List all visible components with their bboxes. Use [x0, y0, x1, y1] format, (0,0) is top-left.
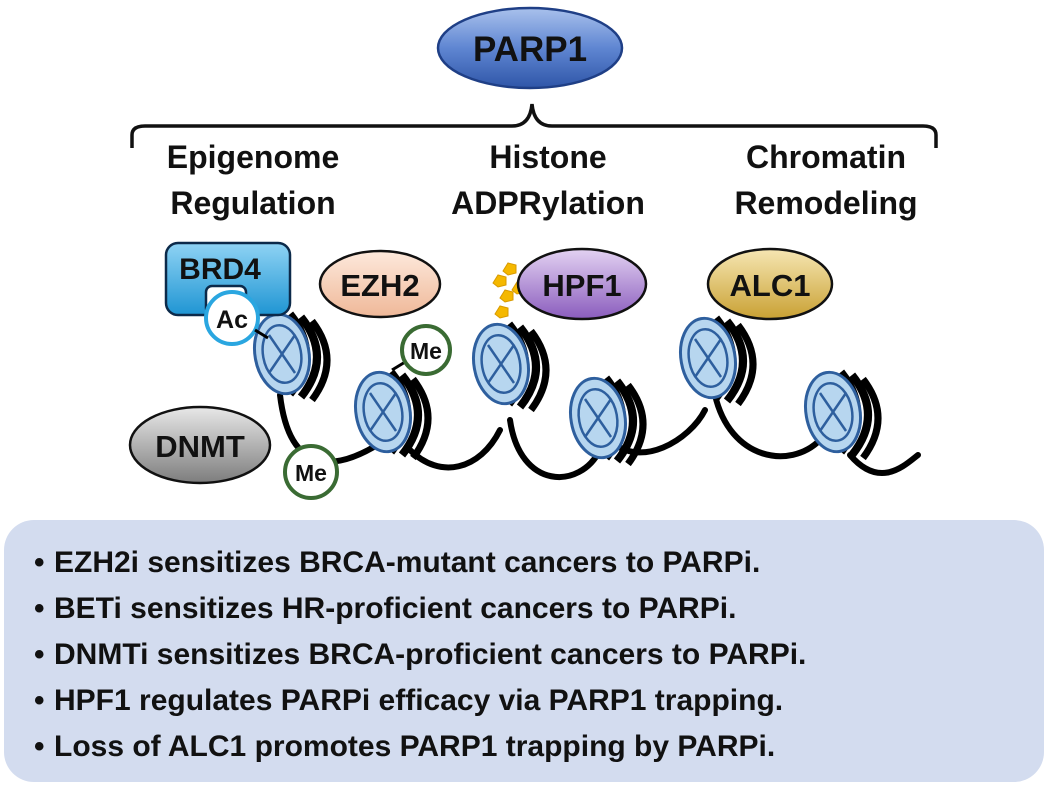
bullet-marker: • — [34, 638, 45, 671]
hpf1-protein: HPF1 — [516, 247, 648, 321]
nucleosome-1 — [248, 310, 327, 400]
summary-text: EZH2i sensitizes BRCA-mutant cancers to … — [54, 546, 761, 579]
parp1-chromatin-diagram: PARP1 Epigenome Regulation Histone ADPRy… — [128, 6, 938, 500]
hpf1-label: HPF1 — [542, 268, 621, 303]
histone-methyl-mark: Me — [391, 324, 452, 376]
summary-item: • Loss of ALC1 promotes PARP1 trapping by… — [34, 724, 1044, 770]
category-3-line2: Remodeling — [734, 185, 917, 221]
nucleosome-3 — [467, 320, 546, 410]
dna-methyl-mark: Me — [283, 444, 339, 500]
category-2-line2: ADPRylation — [451, 185, 645, 221]
category-3-line1: Chromatin — [746, 139, 906, 175]
acetyl-tail — [254, 328, 269, 340]
summary-list: • EZH2i sensitizes BRCA-mutant cancers to… — [34, 540, 1044, 770]
category-epigenome-regulation: Epigenome Regulation — [167, 139, 339, 221]
ezh2-label: EZH2 — [340, 268, 419, 303]
adp-ribose-chain — [492, 262, 526, 319]
dnmt-label: DNMT — [155, 429, 245, 464]
acetyl-label: Ac — [216, 306, 248, 334]
nucleosome-2 — [349, 368, 428, 458]
category-2-line1: Histone — [489, 139, 606, 175]
bullet-marker: • — [34, 546, 45, 579]
summary-item: • EZH2i sensitizes BRCA-mutant cancers to… — [34, 540, 1044, 586]
parp1-node: PARP1 — [436, 6, 624, 90]
category-chromatin-remodeling: Chromatin Remodeling — [734, 139, 917, 221]
bullet-marker: • — [34, 592, 45, 625]
dna-methyl-label: Me — [295, 460, 327, 486]
category-1-line1: Epigenome — [167, 139, 339, 175]
ezh2-protein: EZH2 — [318, 249, 442, 319]
summary-text: HPF1 regulates PARPi efficacy via PARP1 … — [54, 684, 784, 717]
summary-item: • DNMTi sensitizes BRCA-proficient cancer… — [34, 632, 1044, 678]
summary-box: • EZH2i sensitizes BRCA-mutant cancers to… — [4, 520, 1044, 782]
summary-text: Loss of ALC1 promotes PARP1 trapping by … — [54, 730, 776, 763]
summary-text: BETi sensitizes HR-proficient cancers to… — [54, 592, 737, 625]
acetyl-mark: Ac — [204, 290, 260, 346]
summary-item: • HPF1 regulates PARPi efficacy via PARP1… — [34, 678, 1044, 724]
histone-methyl-label: Me — [410, 338, 442, 364]
parp1-label: PARP1 — [473, 30, 587, 69]
summary-text: DNMTi sensitizes BRCA-proficient cancers… — [54, 638, 807, 671]
category-1-line2: Regulation — [170, 185, 335, 221]
summary-item: • BETi sensitizes HR-proficient cancers t… — [34, 586, 1044, 632]
nucleosome-5 — [674, 314, 753, 404]
alc1-protein: ALC1 — [706, 247, 834, 321]
bullet-marker: • — [34, 684, 45, 717]
bullet-marker: • — [34, 730, 45, 763]
dnmt-protein: DNMT — [128, 405, 272, 485]
alc1-label: ALC1 — [730, 268, 811, 303]
category-brace — [130, 103, 938, 148]
brd4-label: BRD4 — [179, 253, 261, 286]
category-histone-adprylation: Histone ADPRylation — [451, 139, 645, 221]
